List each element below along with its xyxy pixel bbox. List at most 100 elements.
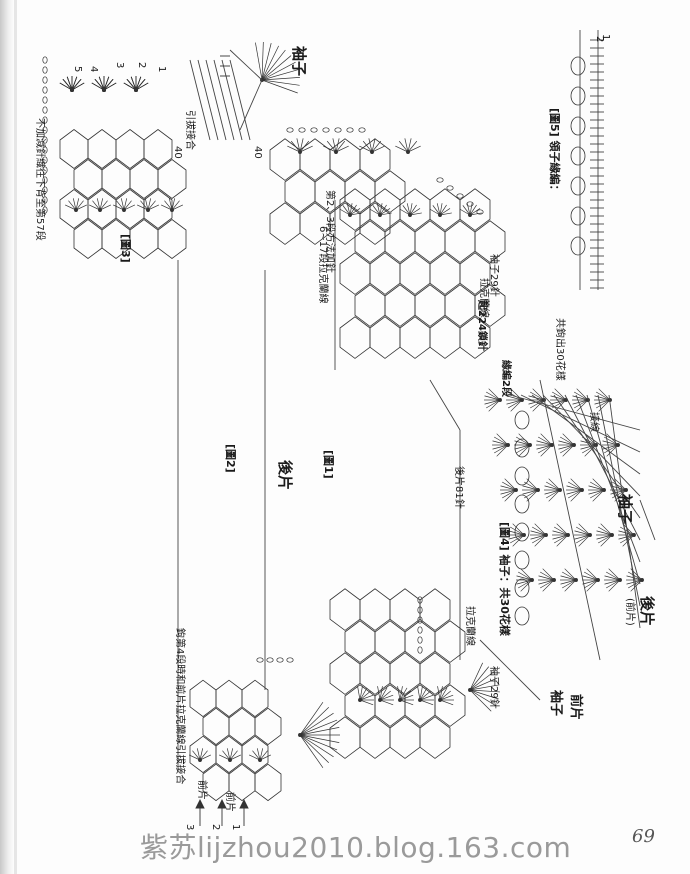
fig4-fan <box>572 399 589 405</box>
pull-lines-label: 6~17段拉克蘭線 <box>317 226 328 304</box>
fan-base <box>530 578 534 582</box>
lower-right-fan <box>419 686 423 701</box>
fan-base <box>198 758 202 762</box>
fig4-fan <box>530 534 547 540</box>
lower-left-hex <box>254 707 282 746</box>
fig4-fan <box>566 489 583 495</box>
fig3-left-chain <box>42 176 48 184</box>
fig4-fan <box>622 523 635 536</box>
raglan2-label: 拉克蘭線 <box>464 606 475 646</box>
sleeve-front-a-label: 袖子 <box>548 690 563 717</box>
fig4-fan <box>562 433 575 446</box>
upper-fan <box>335 138 340 153</box>
fig4-fan <box>582 579 599 585</box>
fan-base <box>558 488 562 492</box>
fig3-mid-fan <box>171 200 180 211</box>
fig4-fan <box>504 489 517 502</box>
arrow-head <box>217 798 227 809</box>
fig4-fan <box>517 579 533 589</box>
row-40a: 40 <box>172 146 183 159</box>
fig4-fan <box>517 571 533 581</box>
right-fan <box>469 208 481 216</box>
fan-base <box>588 533 592 537</box>
fig3-left-chain <box>42 76 48 84</box>
fig4-fan <box>538 575 555 581</box>
fig4-fan <box>562 444 575 457</box>
fig4-fan <box>611 489 627 499</box>
pointer-line <box>479 639 541 701</box>
fig4-fan <box>538 579 555 585</box>
fig4-fan <box>604 579 621 585</box>
fig4-fan <box>567 481 583 491</box>
stitch-grid <box>59 56 586 802</box>
fan-base <box>522 533 526 537</box>
fig3-mid-fan <box>112 204 125 211</box>
right-hex <box>474 220 506 263</box>
fig4-radial <box>575 394 641 563</box>
fig4-fan <box>588 485 605 491</box>
fig4-shell <box>514 606 530 626</box>
lower-right-fan <box>359 686 363 701</box>
fig4-fan <box>597 526 613 536</box>
fig3-mid-fan <box>99 198 104 211</box>
fan-base <box>298 733 302 737</box>
right-fan <box>469 204 477 216</box>
book-spine-shadow <box>0 0 14 874</box>
fig4-fan <box>556 534 569 547</box>
fig4-fan <box>597 534 613 544</box>
fig3-mid-fan <box>99 204 112 211</box>
fig4-fan <box>594 395 611 401</box>
fig3-mid-fan <box>64 204 77 211</box>
fig4-fan <box>605 579 621 589</box>
right-fan <box>379 203 383 216</box>
fig4-fan <box>514 440 531 446</box>
fig4-fan <box>537 444 553 454</box>
left-note-label: 鉤第4段時和前片拉克蘭線引拔接合 <box>174 628 185 785</box>
lower-left-fan <box>256 748 261 761</box>
fig3-left-chain <box>42 96 48 104</box>
fig3-mid-fan <box>88 204 101 211</box>
upper-fan <box>332 138 337 153</box>
fig4-fan <box>514 444 531 450</box>
fig4-fan <box>588 489 605 495</box>
fig4-fan <box>516 579 533 585</box>
lower-right-big-fan <box>469 689 492 712</box>
total-30-label: 共鉤出30花樣 <box>554 318 565 381</box>
fig4-fan <box>523 481 539 491</box>
fig4-fan <box>586 568 599 581</box>
fig4-fan <box>492 440 509 446</box>
fig4-fan <box>575 526 591 536</box>
fig3-mid-fan <box>147 198 152 211</box>
fig4-fan <box>542 568 555 581</box>
sleeve-top-line <box>229 49 263 81</box>
fan-base <box>102 88 106 92</box>
lower-right-big-fan <box>469 671 495 691</box>
fig5-label: [圖5] 領子緣編： <box>548 108 561 196</box>
fig4-fan <box>561 571 577 581</box>
fig4-fan <box>608 568 621 581</box>
fig4-fan <box>592 489 605 502</box>
fig3-top-fan <box>94 79 105 91</box>
fig2-label: [圖2] <box>224 444 237 473</box>
lower-left-big-fan <box>299 734 340 743</box>
fig4-fan <box>560 575 577 581</box>
lower-right-fan <box>417 686 421 701</box>
right-fan <box>409 203 413 216</box>
fan-base <box>134 88 138 92</box>
lower-right-big-fan <box>469 689 496 706</box>
right-fan <box>349 208 361 216</box>
fig4-fan <box>500 485 517 491</box>
upper-fan <box>323 145 337 153</box>
right-fan <box>459 208 471 216</box>
right-hex <box>459 252 491 295</box>
fan-base <box>550 443 554 447</box>
fig4-fan <box>539 571 555 581</box>
sleeve-29-label: 袖子29針 <box>488 254 499 297</box>
upper-chain <box>358 127 366 133</box>
fig3-top-fan <box>135 82 149 91</box>
lower-left-fan <box>199 750 208 761</box>
lower-right-big-fan <box>469 689 499 700</box>
fig4-fan <box>518 444 531 457</box>
fig4-fan <box>512 523 525 536</box>
fig4-fan <box>526 478 539 491</box>
